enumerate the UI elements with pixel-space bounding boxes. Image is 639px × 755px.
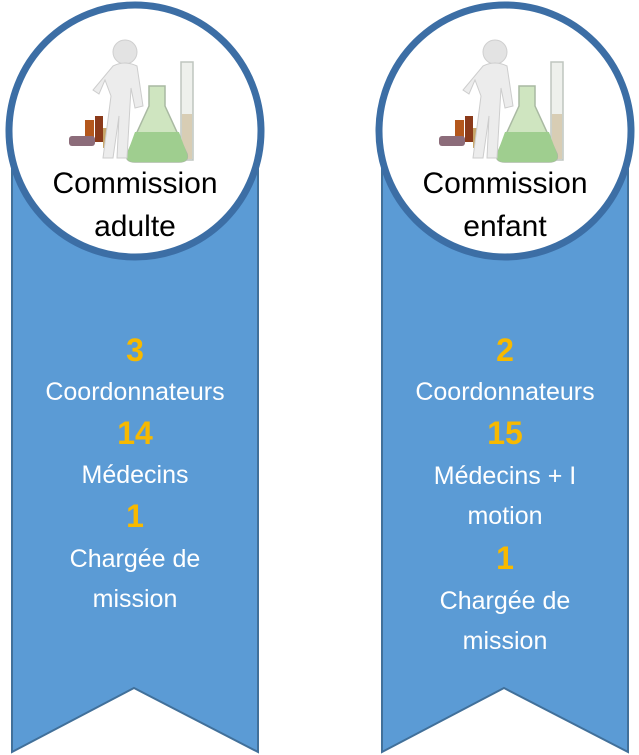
commission-stats: 3 Coordonnateurs 14 Médecins 1 Chargée d… xyxy=(0,328,270,619)
stat-value-chargee: 1 xyxy=(126,498,144,534)
commission-title: Commission adulte xyxy=(37,162,233,248)
stat-value-medecins: 15 xyxy=(487,415,523,451)
stat-label-chargee: Chargée de mission xyxy=(439,587,571,655)
commission-title-line1: Commission xyxy=(422,167,588,200)
commission-title-line2: adulte xyxy=(94,210,176,243)
stat-value-coordonnateurs: 3 xyxy=(126,332,144,368)
stat-label-coordonnateurs: Coordonnateurs xyxy=(415,378,595,406)
ribbon-shape xyxy=(375,1,635,754)
stat-label-medecins: Médecins xyxy=(81,461,189,489)
stat-label-coordonnateurs: Coordonnateurs xyxy=(45,378,225,406)
figure-with-lab-glassware-icon xyxy=(69,39,194,163)
commission-title-line1: Commission xyxy=(52,167,218,200)
stat-label-medecins: Médecins + I motion xyxy=(433,462,577,530)
stat-value-medecins: 14 xyxy=(117,415,153,451)
commission-title-line2: enfant xyxy=(463,210,547,243)
stat-value-chargee: 1 xyxy=(496,540,514,576)
commission-enfant-ribbon: Commission enfant 2 Coordonnateurs 15 Mé… xyxy=(370,0,639,755)
commission-stats: 2 Coordonnateurs 15 Médecins + I motion … xyxy=(370,328,639,661)
ribbon-shape xyxy=(5,1,265,754)
stat-label-chargee: Chargée de mission xyxy=(69,545,201,613)
figure-with-lab-glassware-icon xyxy=(439,39,564,163)
commission-adulte-ribbon: Commission adulte 3 Coordonnateurs 14 Mé… xyxy=(0,0,270,755)
commission-title: Commission enfant xyxy=(407,162,603,248)
stat-value-coordonnateurs: 2 xyxy=(496,332,514,368)
